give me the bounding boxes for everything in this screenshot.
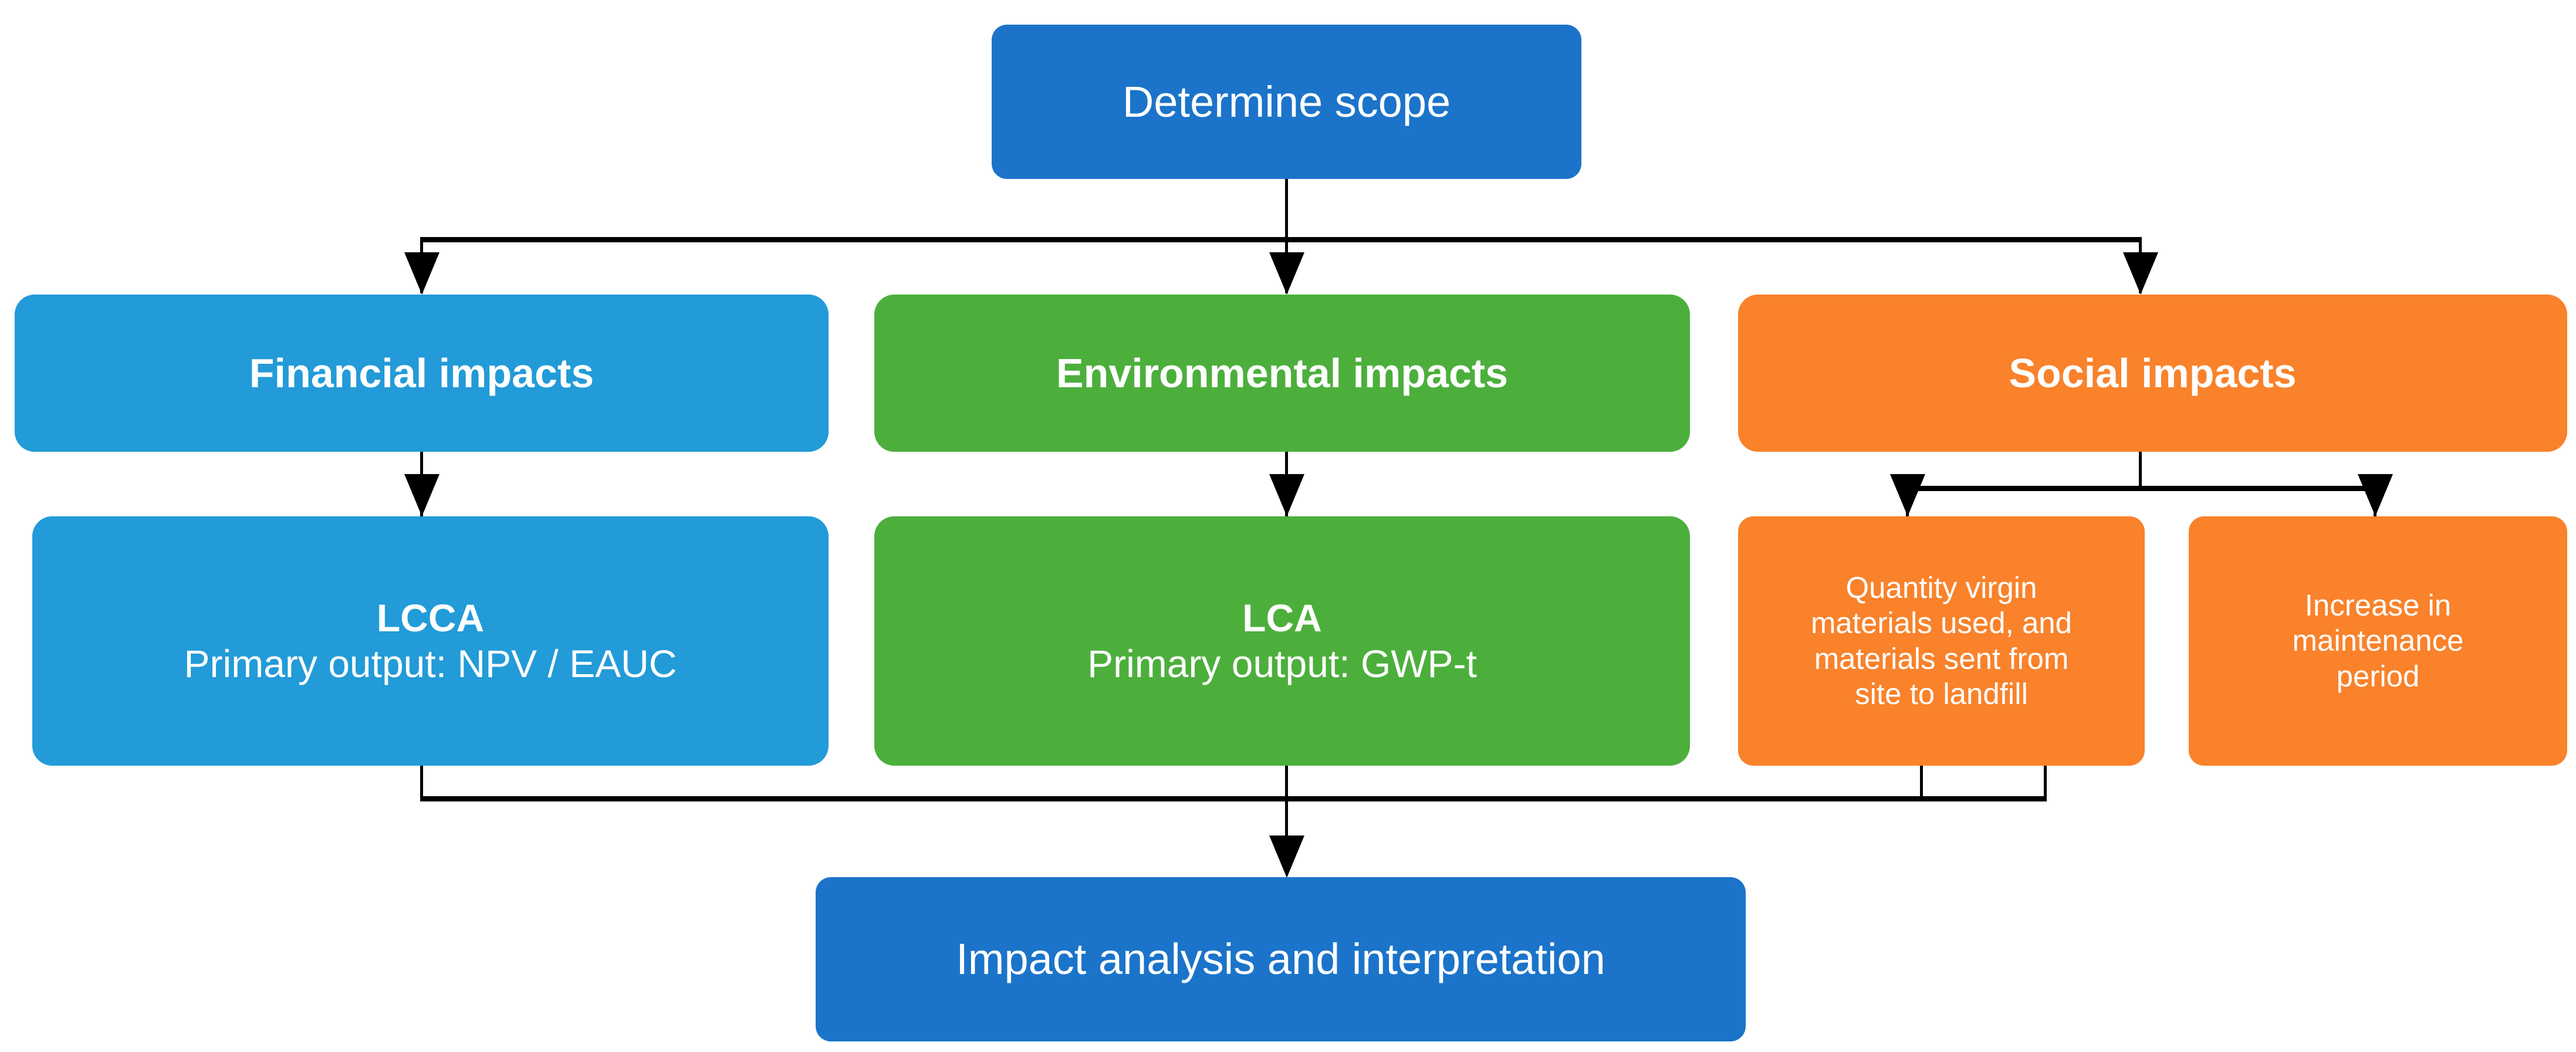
node-social-impacts-label: Social impacts (2009, 350, 2297, 396)
edge-quantity-down-line (1920, 766, 1923, 801)
node-financial-impacts-label: Financial impacts (249, 350, 594, 396)
edge-social-to-quantity-arrowhead (1890, 474, 1925, 516)
edge-environmental-to-lca-arrowhead (1269, 474, 1304, 516)
node-maintenance-line-1: Increase in (2304, 588, 2452, 623)
node-social-impacts[interactable]: Social impacts (1738, 295, 2567, 452)
node-determine-scope[interactable]: Determine scope (992, 25, 1581, 179)
edge-scope-to-financial-arrowhead (404, 252, 440, 295)
node-lcca-title: LCCA (376, 596, 485, 640)
edge-scope-to-social-arrowhead (2123, 252, 2158, 295)
edge-scope-distributor-bar (420, 237, 2142, 242)
node-maintenance-line-2: maintenance (2292, 624, 2464, 658)
node-quantity-line-2: materials used, and (1810, 606, 2073, 640)
node-lca-title: LCA (1242, 596, 1322, 640)
edge-scope-to-environmental-arrowhead (1269, 252, 1304, 295)
node-increase-maintenance-period[interactable]: Increase in maintenance period (2189, 516, 2567, 766)
edge-social-distributor-bar (1906, 486, 2376, 491)
edge-maintenance-down-line (2044, 766, 2047, 801)
node-maintenance-line-3: period (2336, 659, 2420, 693)
edge-lca-down-line (1285, 766, 1288, 801)
node-quantity-line-1: Quantity virgin (1845, 571, 2037, 605)
edge-impact-collector-bar (420, 796, 2047, 801)
node-lcca-subtitle: Primary output: NPV / EAUC (184, 641, 677, 685)
node-impact-analysis[interactable]: Impact analysis and interpretation (816, 877, 1746, 1041)
node-lca[interactable]: LCA Primary output: GWP-t (874, 516, 1690, 766)
edge-to-impact-line (1285, 796, 1288, 855)
node-determine-scope-label: Determine scope (1122, 77, 1451, 126)
edge-scope-stem (1285, 179, 1288, 242)
edge-social-to-maintenance-arrowhead (2358, 474, 2393, 516)
node-financial-impacts[interactable]: Financial impacts (15, 295, 829, 452)
node-quantity-line-3: materials sent from (1814, 641, 2069, 675)
node-environmental-impacts-label: Environmental impacts (1056, 350, 1509, 396)
node-lcca[interactable]: LCCA Primary output: NPV / EAUC (32, 516, 829, 766)
edge-financial-to-lcca-arrowhead (404, 474, 440, 516)
edge-lcca-down-line (420, 766, 423, 801)
node-lca-subtitle: Primary output: GWP-t (1087, 641, 1477, 685)
node-quantity-virgin-materials[interactable]: Quantity virgin materials used, and mate… (1738, 516, 2145, 766)
node-environmental-impacts[interactable]: Environmental impacts (874, 295, 1690, 452)
edge-to-impact-arrowhead (1269, 835, 1304, 878)
node-quantity-line-4: site to landfill (1855, 676, 2028, 711)
edge-social-stem (2139, 452, 2142, 491)
node-impact-analysis-label: Impact analysis and interpretation (956, 935, 1605, 984)
